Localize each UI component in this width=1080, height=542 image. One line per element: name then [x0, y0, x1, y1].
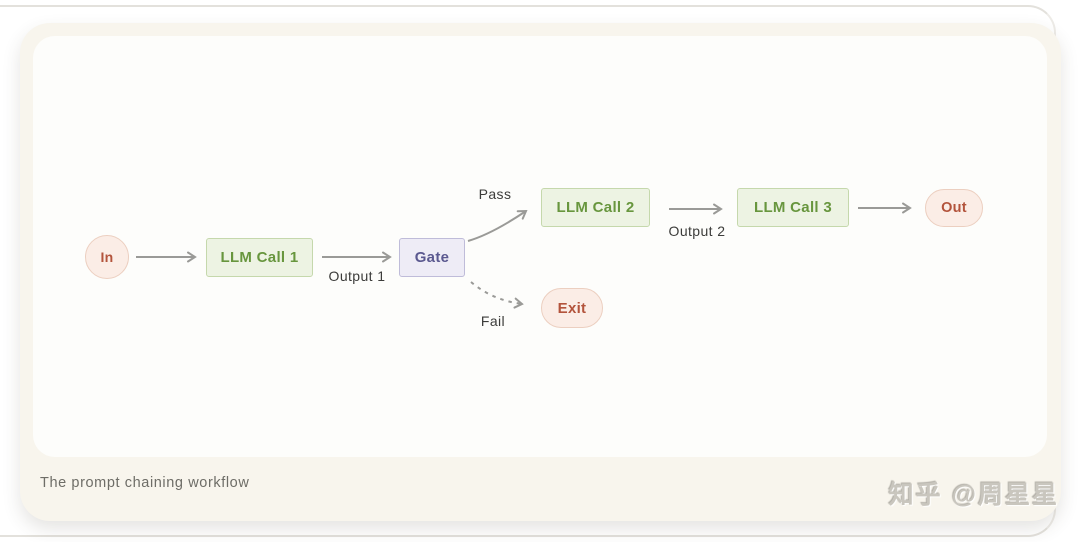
diagram-caption: The prompt chaining workflow — [40, 475, 250, 491]
node-llm-call-2-label: LLM Call 2 — [556, 199, 635, 216]
node-out: Out — [925, 189, 983, 227]
edge-label-output-2: Output 2 — [668, 223, 726, 239]
zhihu-watermark: 知乎 @周星星 — [888, 481, 1059, 509]
edge-label-output-1: Output 1 — [328, 268, 386, 284]
node-gate-label: Gate — [414, 249, 450, 266]
node-llm-call-1-label: LLM Call 1 — [220, 249, 299, 266]
node-in: In — [85, 235, 129, 279]
node-gate: Gate — [399, 238, 465, 277]
node-exit: Exit — [541, 288, 603, 328]
node-llm-call-1: LLM Call 1 — [206, 238, 313, 277]
node-llm-call-2: LLM Call 2 — [541, 188, 650, 227]
node-llm-call-3: LLM Call 3 — [737, 188, 849, 227]
workflow-card: The prompt chaining workflow 知乎 @周星星 — [20, 23, 1061, 521]
node-exit-label: Exit — [557, 299, 587, 317]
node-in-label: In — [100, 249, 114, 265]
edge-label-fail: Fail — [480, 313, 506, 329]
node-llm-call-3-label: LLM Call 3 — [753, 199, 832, 216]
node-out-label: Out — [941, 200, 967, 216]
edge-label-pass: Pass — [478, 186, 512, 202]
diagram-panel — [33, 36, 1047, 457]
